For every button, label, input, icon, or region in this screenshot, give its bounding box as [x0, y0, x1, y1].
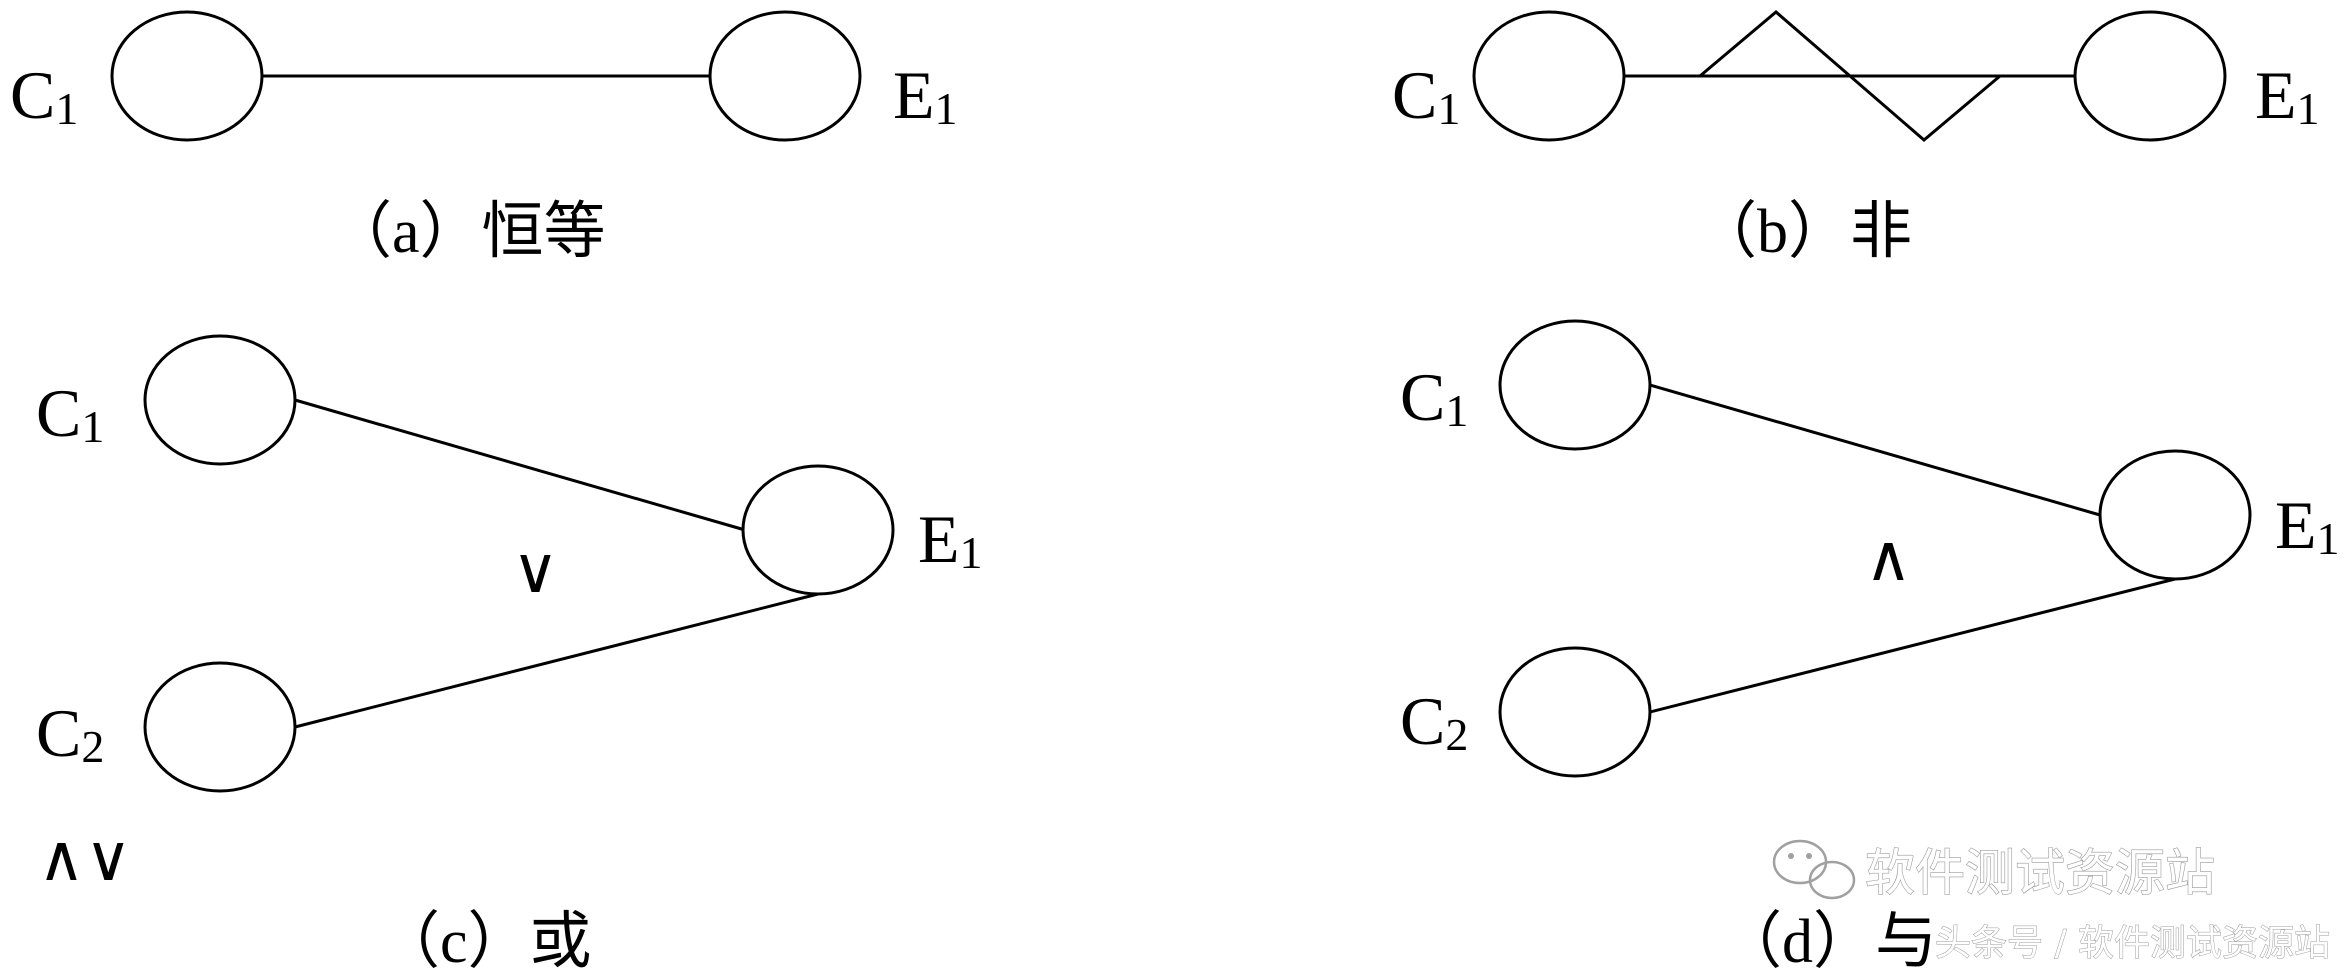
- node-cause-c2: [1498, 646, 1652, 778]
- caption-identity: （a）恒等: [330, 198, 606, 266]
- edge-c1-e1: [294, 398, 746, 532]
- node-effect-e1: [741, 464, 895, 596]
- label-cause-c2: C2: [1400, 683, 1468, 760]
- edge-c1-e1: [1649, 383, 2101, 517]
- node-cause-c1: [110, 10, 264, 142]
- operator-and: ∧: [1865, 522, 1912, 596]
- label-effect-e1: E1: [2275, 487, 2340, 564]
- watermark-main-text: 软件测试资源站: [1865, 844, 2215, 902]
- panel-and: C1 C2 E1 ∧ （d）与: [1400, 319, 2340, 976]
- node-cause-c1: [1472, 10, 1626, 142]
- panel-not: C1 E1 （b）非: [1392, 10, 2320, 266]
- not-zigzag-mark: [1699, 10, 2001, 142]
- node-effect-e1: [2098, 449, 2252, 581]
- label-cause-c1: C1: [36, 375, 104, 452]
- node-cause-c1: [143, 334, 297, 466]
- watermark: 软件测试资源站 头条号 / 软件测试资源站: [1772, 839, 2331, 965]
- panel-identity: C1 E1 （a）恒等: [10, 10, 958, 266]
- label-cause-c1: C1: [1392, 57, 1460, 134]
- edge-c2-e1: [1649, 577, 2176, 714]
- label-effect-e1: E1: [918, 501, 983, 578]
- operator-or: ∨: [512, 534, 559, 608]
- node-cause-c2: [143, 661, 297, 793]
- label-cause-c1: C1: [1400, 359, 1468, 436]
- stray-operator-symbols: ∧∨: [38, 822, 132, 896]
- label-cause-c2: C2: [36, 695, 104, 772]
- node-effect-e1: [2073, 10, 2227, 142]
- label-effect-e1: E1: [2255, 57, 2320, 134]
- panel-or: C1 C2 E1 ∨ ∧∨ （c）或: [36, 334, 983, 976]
- label-cause-c1: C1: [10, 57, 78, 134]
- node-cause-c1: [1498, 319, 1652, 451]
- wechat-icon: [1772, 839, 1856, 900]
- edge-c2-e1: [294, 592, 819, 729]
- caption-or: （c）或: [378, 908, 592, 976]
- watermark-sub-text: 头条号 / 软件测试资源站: [1935, 923, 2330, 964]
- caption-and: （d）与: [1720, 908, 1937, 976]
- label-effect-e1: E1: [893, 57, 958, 134]
- caption-not: （b）非: [1695, 198, 1912, 266]
- node-effect-e1: [708, 10, 862, 142]
